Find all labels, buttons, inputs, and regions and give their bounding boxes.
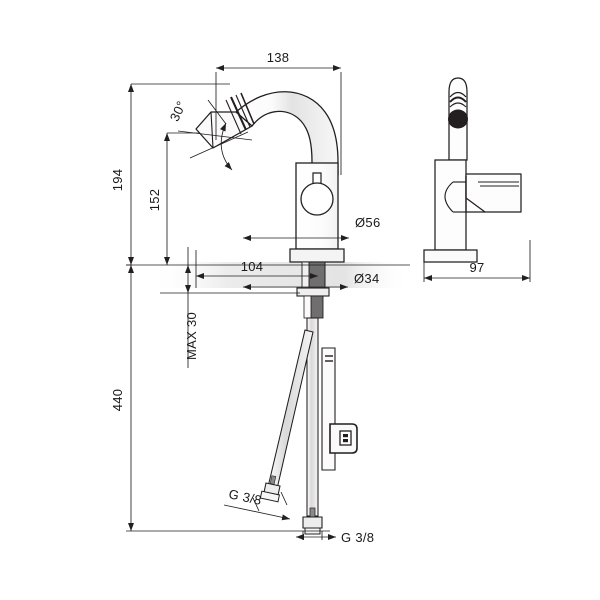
flex-hose-left [259,329,314,503]
dimension-lines [126,65,531,540]
label-max-deck: MAX 30 [184,312,199,360]
label-angle-spout: 30° [167,99,189,124]
label-height-spout: 152 [147,189,162,212]
label-thread-left: G 3/8 [227,486,263,508]
label-diameter-body: Ø56 [355,215,380,230]
leader-g38-left [223,491,291,521]
dimension-labels: 138 194 152 30° Ø56 104 Ø34 MAX 30 440 G… [110,50,484,545]
side-elevation-view [423,77,522,263]
label-side-width: 97 [469,260,484,275]
aerator-nozzle [195,92,255,149]
label-height-total: 194 [110,169,125,192]
label-reach: 104 [241,259,264,274]
dim-g38-bottom [296,531,336,540]
label-width-top: 138 [267,50,290,65]
base-escutcheon [289,248,345,263]
threaded-shank [296,261,330,319]
lever-handle [300,172,334,216]
flex-hose-right [302,317,323,535]
label-thread-bottom: G 3/8 [341,530,374,545]
label-height-overall: 440 [110,389,125,412]
label-diameter-shank: Ø34 [354,271,379,286]
hose-connector-block [329,423,358,454]
angle-30-indicator [177,99,253,171]
side-aerator [448,91,468,129]
